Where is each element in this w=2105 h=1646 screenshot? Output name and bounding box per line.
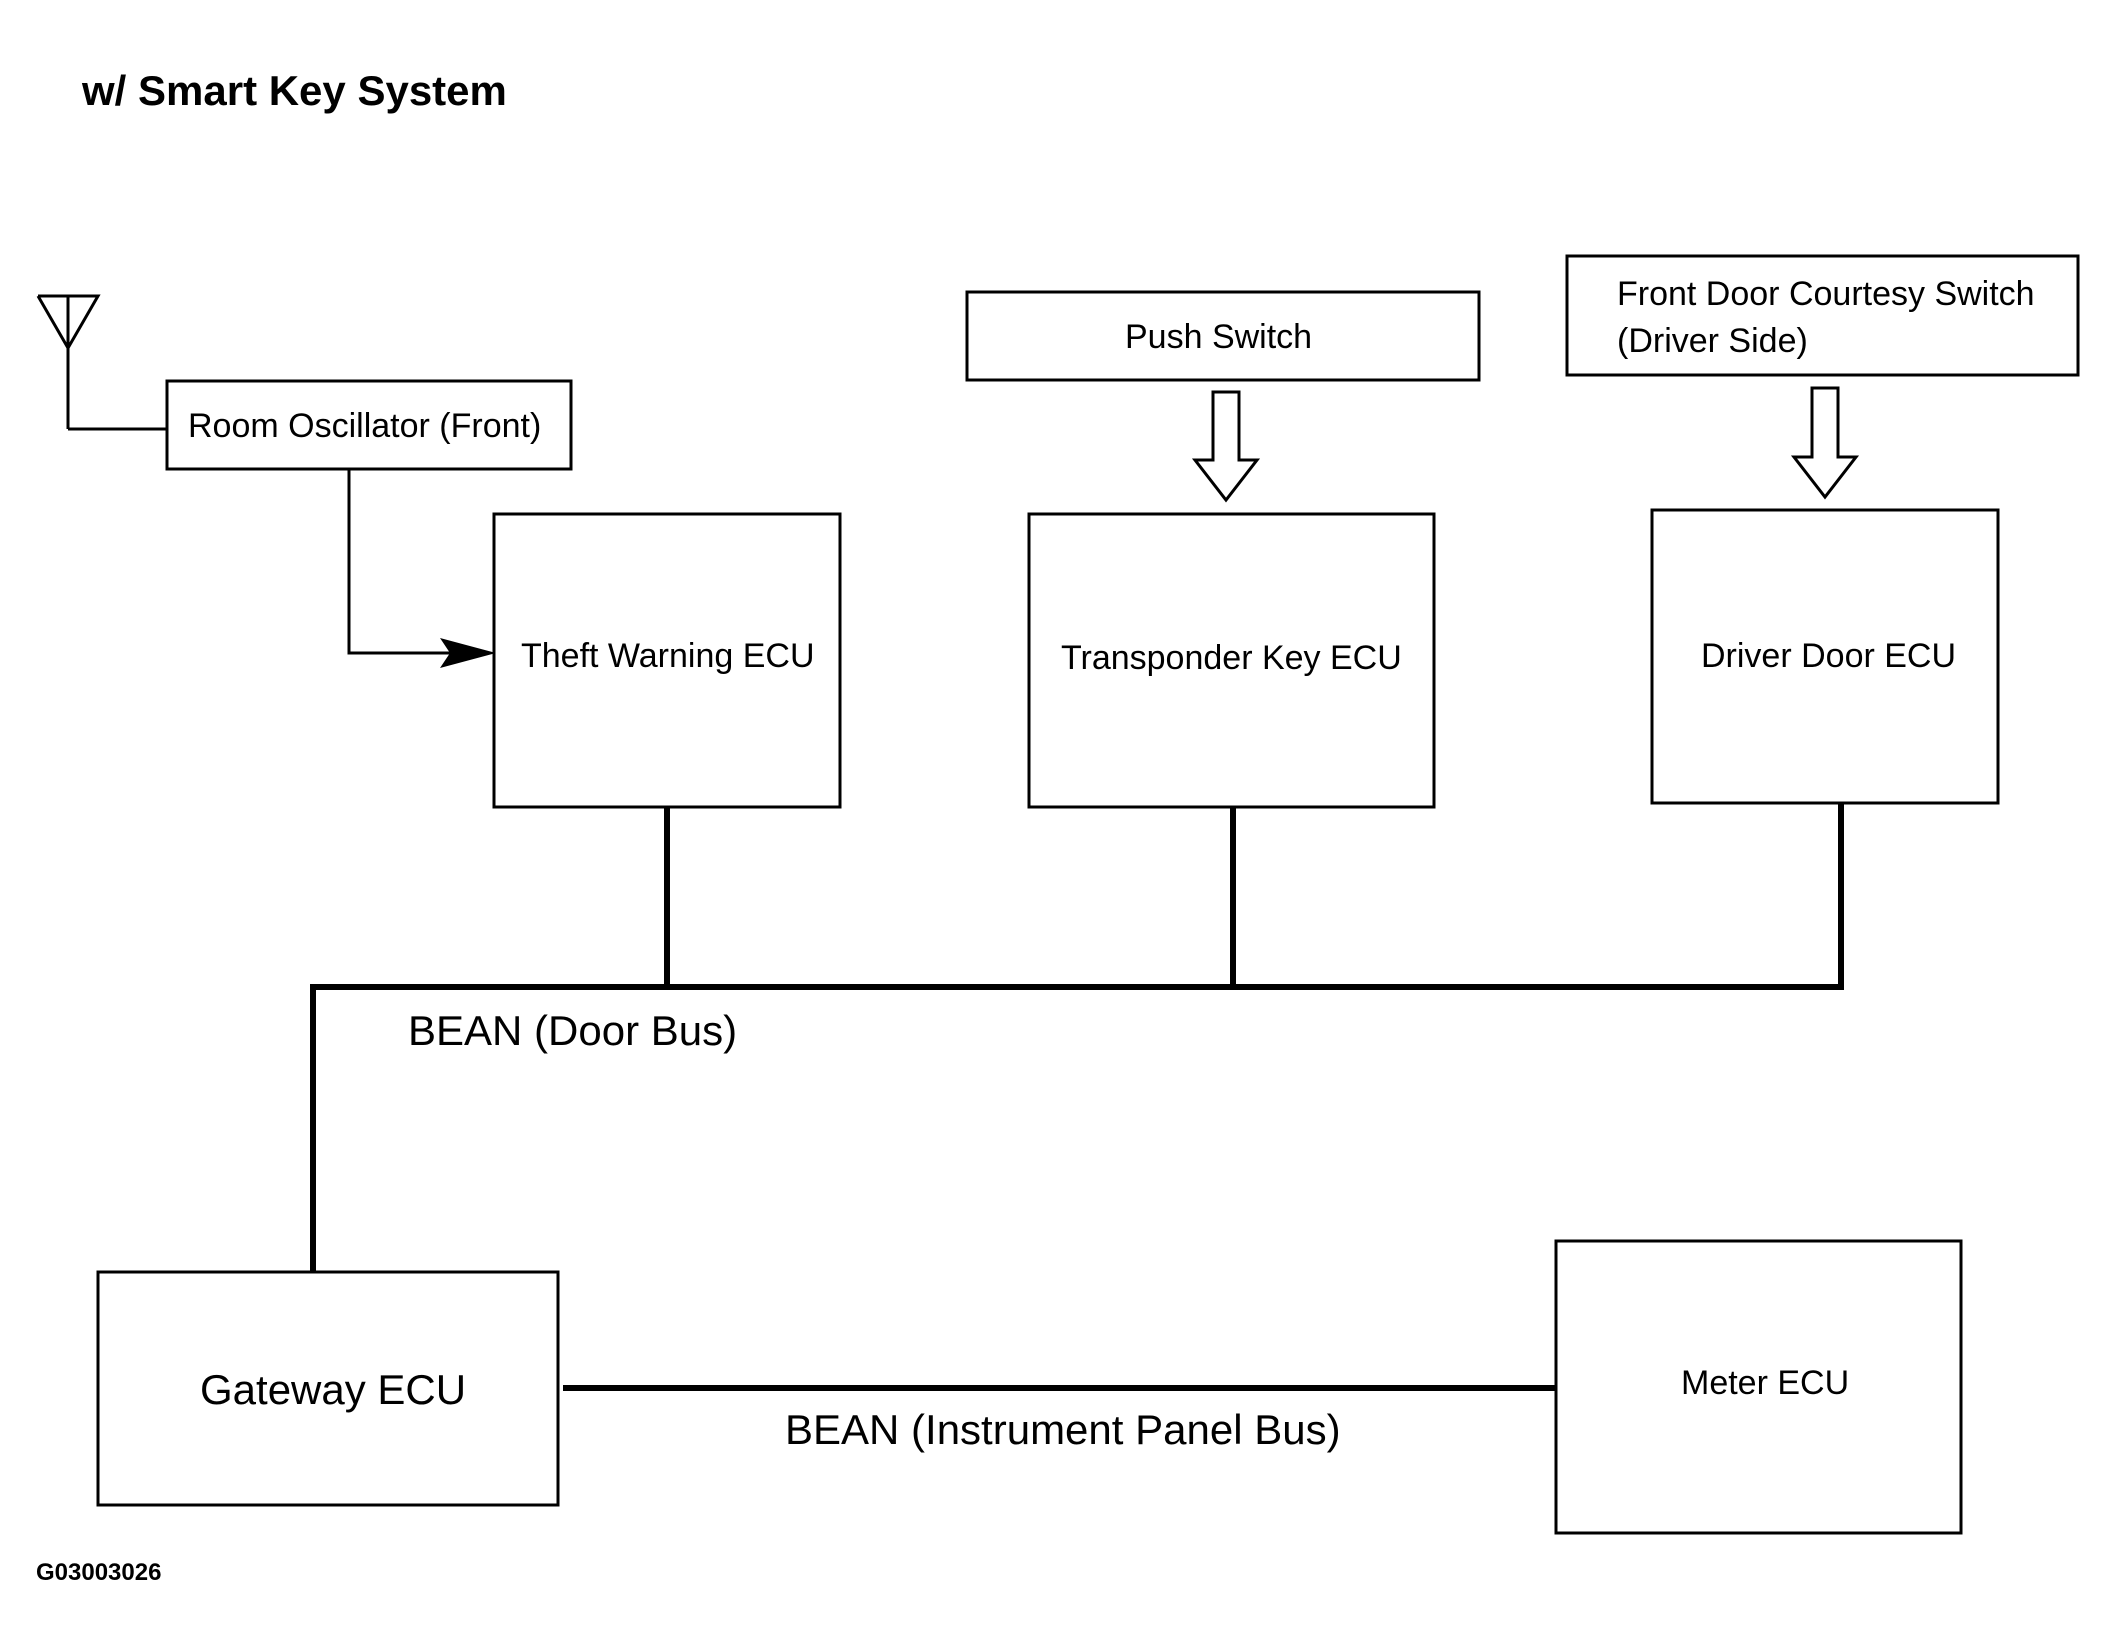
transponder-key-ecu-label: Transponder Key ECU [1061, 639, 1402, 677]
meter-ecu-label: Meter ECU [1681, 1364, 1849, 1402]
arrowhead-right-icon [440, 638, 496, 668]
oscillator-signal-line [347, 469, 496, 668]
front-door-switch-label-line1: Front Door Courtesy Switch [1617, 275, 2035, 313]
theft-warning-ecu-label: Theft Warning ECU [521, 637, 815, 675]
driver-door-ecu-label: Driver Door ECU [1701, 637, 1956, 675]
antenna-icon [36, 294, 167, 431]
door-bus-label: BEAN (Door Bus) [408, 1007, 737, 1054]
gateway-ecu-box: Gateway ECU [96, 1270, 560, 1507]
push-switch-label: Push Switch [1125, 318, 1312, 356]
meter-ecu-box: Meter ECU [1554, 1239, 1963, 1535]
figure-code: G03003026 [36, 1559, 161, 1586]
room-oscillator-box: Room Oscillator (Front) [165, 379, 573, 471]
transponder-key-ecu-box: Transponder Key ECU [1027, 512, 1436, 809]
gateway-ecu-label: Gateway ECU [200, 1366, 466, 1413]
theft-warning-ecu-box: Theft Warning ECU [492, 512, 842, 809]
door-bus-lines [310, 803, 1844, 1275]
push-switch-box: Push Switch [965, 290, 1481, 382]
front-door-courtesy-switch-box: Front Door Courtesy Switch (Driver Side) [1565, 254, 2080, 377]
driver-door-ecu-box: Driver Door ECU [1650, 508, 2000, 805]
front-door-switch-label-line2: (Driver Side) [1617, 322, 1808, 360]
diagram-title: w/ Smart Key System [81, 67, 507, 114]
hollow-down-arrow-icon [1790, 386, 1860, 500]
room-oscillator-label: Room Oscillator (Front) [188, 407, 541, 445]
hollow-down-arrow-icon [1191, 390, 1261, 503]
instrument-panel-bus-label: BEAN (Instrument Panel Bus) [785, 1406, 1341, 1453]
